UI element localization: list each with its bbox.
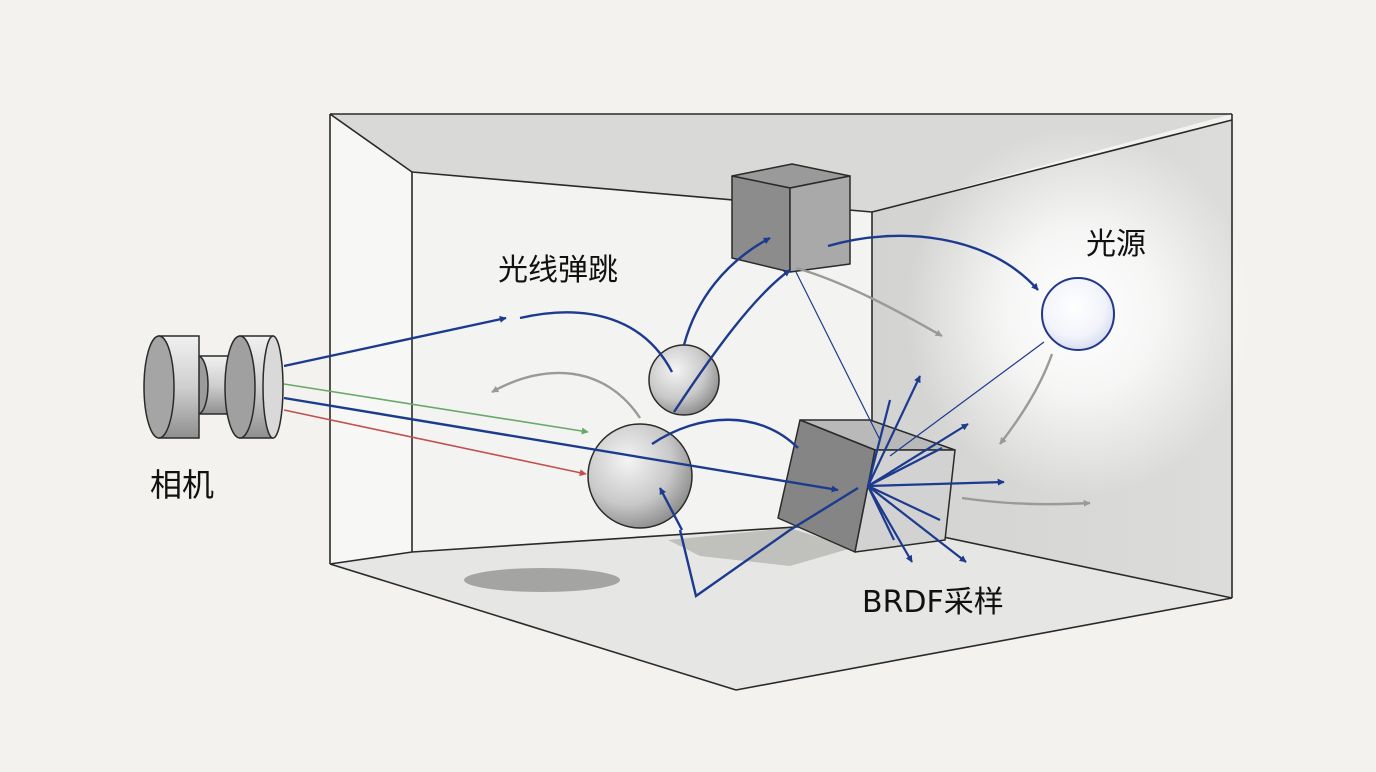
camera-icon [143, 335, 284, 439]
cube-icon [731, 163, 851, 273]
ceiling [330, 114, 1232, 212]
brdf-sample-rays [866, 375, 1005, 563]
secondary-rays [491, 266, 1091, 507]
room [329, 113, 1255, 691]
thin-rays [795, 271, 1045, 457]
bounce-label: 光线弹跳 [498, 253, 618, 288]
ray-red [283, 409, 587, 477]
left-wall [330, 114, 412, 564]
ray-green [283, 383, 589, 435]
sphere-icon [648, 344, 720, 416]
floor [330, 522, 1232, 690]
camera-label: 相机 [150, 466, 214, 504]
back-wall [412, 172, 872, 552]
floor-shadow-sphere [464, 568, 620, 592]
sphere-large-icon [587, 423, 693, 529]
floor-shadow-cube [668, 528, 852, 566]
light-label: 光源 [1086, 227, 1146, 262]
brdf-label: BRDF采样 [862, 585, 1004, 620]
brdf-cube-icon [777, 419, 956, 553]
primary-rays [283, 234, 1039, 598]
room-edges [329, 113, 1233, 691]
light-source-icon [1041, 277, 1115, 351]
